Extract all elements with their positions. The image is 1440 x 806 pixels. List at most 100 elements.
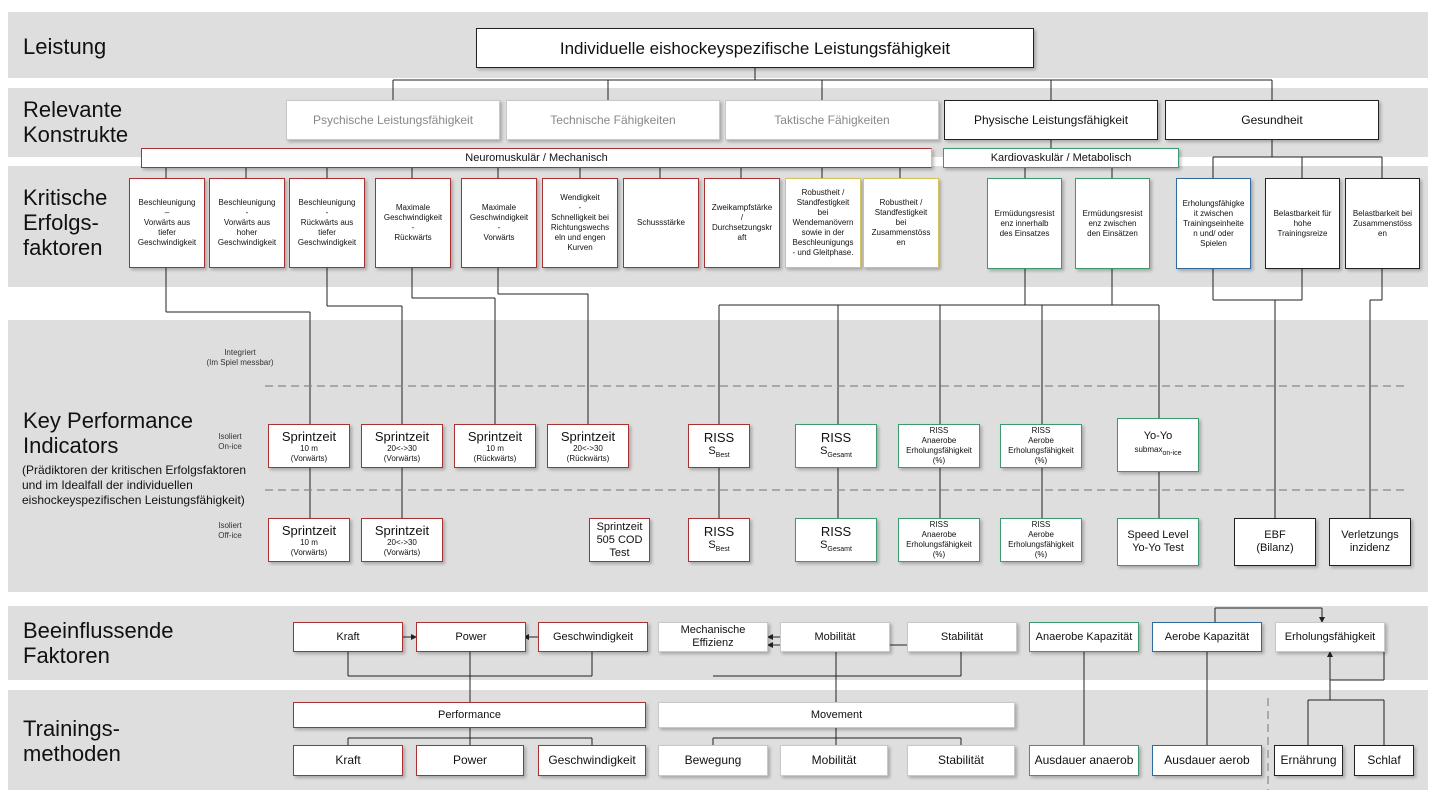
influencing-factor-box: Power — [416, 622, 526, 652]
training-method-box: Stabilität — [907, 745, 1015, 776]
influencing-factor-box: Anaerobe Kapazität — [1029, 622, 1139, 652]
kpi-measure-symbol: S — [820, 444, 828, 457]
critical-factor-box: Belastbarkeit für hohe Trainingsreize — [1265, 178, 1340, 269]
kpi-detail: RISS Anaerobe Erholungsfähigkeit (%) — [906, 426, 972, 465]
level-onice: Isoliert On-ice — [218, 432, 242, 451]
kpi-office-box: Speed Level Yo-Yo Test — [1117, 518, 1199, 566]
kpi-measure-subscript: Best — [715, 546, 730, 554]
kpi-label: Verletzungs inzidenz — [1341, 529, 1399, 554]
kpi-measure: SGesamt — [820, 445, 852, 462]
kpi-detail: 20<->30 (Rückwärts) — [566, 443, 610, 463]
training-method-box: Power — [416, 745, 524, 776]
training-method-box: Mobilität — [780, 745, 888, 776]
kpi-office-box: RISS Anaerobe Erholungsfähigkeit (%) — [898, 518, 980, 562]
training-method-box: Kraft — [293, 745, 403, 776]
row-label-kpi-sub: (Prädiktoren der kritischen Erfolgsfakto… — [22, 463, 247, 507]
critical-factor-box: Wendigkeit - Schnelligkeit bei Richtungs… — [542, 178, 618, 268]
group-kardiovaskulaer: Kardiovaskulär / Metabolisch — [943, 148, 1179, 168]
kpi-measure: SBest — [708, 445, 729, 462]
training-method-box: Schlaf — [1354, 745, 1414, 776]
kpi-measure-symbol: submax — [1134, 444, 1163, 454]
training-method-box: Ausdauer anaerob — [1029, 745, 1139, 776]
kpi-detail: 10 m (Vorwärts) — [290, 443, 328, 463]
critical-factor-box: Erholungsfähigke it zwischen Trainingsei… — [1176, 178, 1251, 269]
kpi-office-box: Verletzungs inzidenz — [1329, 518, 1411, 566]
critical-factor-box: Schussstärke — [623, 178, 699, 268]
critical-factor-box: Robustheit / Standfestigkeit bei Wendema… — [785, 178, 861, 268]
kpi-measure: submaxon-ice — [1134, 443, 1181, 460]
kpi-title: Sprintzeit — [281, 428, 337, 444]
critical-factor-box: Zweikampfstärke / Durchsetzungskr aft — [704, 178, 780, 268]
kpi-label: Sprintzeit 505 COD Test — [596, 520, 643, 559]
kpi-title: Sprintzeit — [374, 428, 430, 444]
kpi-title: RISS — [703, 429, 735, 445]
training-method-box: Geschwindigkeit — [538, 745, 646, 776]
row-label-beeinflussend: Beeinflussende Faktoren — [23, 618, 174, 668]
training-method-box: Bewegung — [658, 745, 768, 776]
kpi-measure-symbol: S — [708, 538, 716, 551]
kpi-measure: SGesamt — [820, 539, 852, 556]
kpi-title: RISS — [820, 429, 852, 445]
kpi-measure-symbol: S — [708, 444, 716, 457]
kpi-label: Speed Level Yo-Yo Test — [1127, 529, 1189, 554]
critical-factor-box: Belastbarkeit bei Zusammenstöss en — [1345, 178, 1420, 269]
kpi-title: RISS — [703, 523, 735, 539]
construct-box: Taktische Fähigkeiten — [725, 100, 939, 140]
kpi-measure-subscript: Best — [715, 452, 730, 460]
kpi-detail: RISS Anaerobe Erholungsfähigkeit (%) — [906, 520, 972, 559]
influencing-factor-box: Stabilität — [907, 622, 1017, 652]
kpi-detail: RISS Aerobe Erholungsfähigkeit (%) — [1008, 426, 1074, 465]
kpi-measure-subscript: Gesamt — [827, 452, 852, 460]
kpi-title: Sprintzeit — [374, 522, 430, 538]
critical-factor-box: Beschleunigung - Rückwärts aus tiefer Ge… — [289, 178, 365, 268]
kpi-onice-box: RISS Anaerobe Erholungsfähigkeit (%) — [898, 424, 980, 468]
kpi-title: RISS — [820, 523, 852, 539]
kpi-label: EBF (Bilanz) — [1256, 529, 1294, 554]
kpi-detail: 10 m (Vorwärts) — [290, 537, 328, 557]
row-label-training: Trainings- methoden — [23, 716, 121, 766]
influencing-factor-box: Geschwindigkeit — [538, 622, 648, 652]
kpi-detail: RISS Aerobe Erholungsfähigkeit (%) — [1008, 520, 1074, 559]
influencing-factor-box: Kraft — [293, 622, 403, 652]
kpi-title: Sprintzeit — [281, 522, 337, 538]
kpi-detail: 10 m (Rückwärts) — [473, 443, 517, 463]
critical-factor-box: Robustheit / Standfestigkeit bei Zusamme… — [863, 178, 939, 268]
influencing-factor-box: Erholungsfähigkeit — [1275, 622, 1385, 652]
critical-factor-box: Ermüdungsresist enz zwischen den Einsätz… — [1075, 178, 1150, 269]
top-goal-box: Individuelle eishockeyspezifische Leistu… — [476, 28, 1034, 68]
level-office: Isoliert Off-ice — [218, 521, 242, 540]
construct-box: Gesundheit — [1165, 100, 1379, 140]
training-group-performance: Performance — [293, 702, 646, 728]
critical-factor-box: Ermüdungsresist enz innerhalb des Einsat… — [987, 178, 1062, 269]
level-integriert: Integriert (Im Spiel messbar) — [206, 348, 274, 367]
influencing-factor-box: Mechanische Effizienz — [658, 622, 768, 652]
kpi-measure-subscript: Gesamt — [827, 546, 852, 554]
critical-factor-box: Beschleunigung – Vorwärts aus tiefer Ges… — [129, 178, 205, 268]
training-group-movement: Movement — [658, 702, 1015, 728]
row-label-erfolgsfaktoren: Kritische Erfolgs- faktoren — [23, 185, 108, 260]
critical-factor-box: Beschleunigung - Vorwärts aus hoher Gesc… — [209, 178, 285, 268]
influencing-factor-box: Mobilität — [780, 622, 890, 652]
critical-factor-box: Maximale Geschwindigkeit - Vorwärts — [461, 178, 537, 268]
kpi-detail: 20<->30 (Vorwärts) — [383, 537, 421, 557]
kpi-measure-subscript: on-ice — [1162, 450, 1182, 458]
kpi-office-box: Sprintzeit 505 COD Test — [589, 518, 650, 562]
training-method-box: Ausdauer aerob — [1152, 745, 1262, 776]
kpi-office-box: RISS Aerobe Erholungsfähigkeit (%) — [1000, 518, 1082, 562]
construct-box: Technische Fähigkeiten — [506, 100, 720, 140]
kpi-label: Yo-Yo — [1143, 429, 1173, 442]
kpi-office-box: EBF (Bilanz) — [1234, 518, 1316, 566]
kpi-title: Sprintzeit — [560, 428, 616, 444]
influencing-factor-box: Aerobe Kapazität — [1152, 622, 1262, 652]
group-neuromuskulaer: Neuromuskulär / Mechanisch — [141, 148, 932, 168]
kpi-detail: 20<->30 (Vorwärts) — [383, 443, 421, 463]
